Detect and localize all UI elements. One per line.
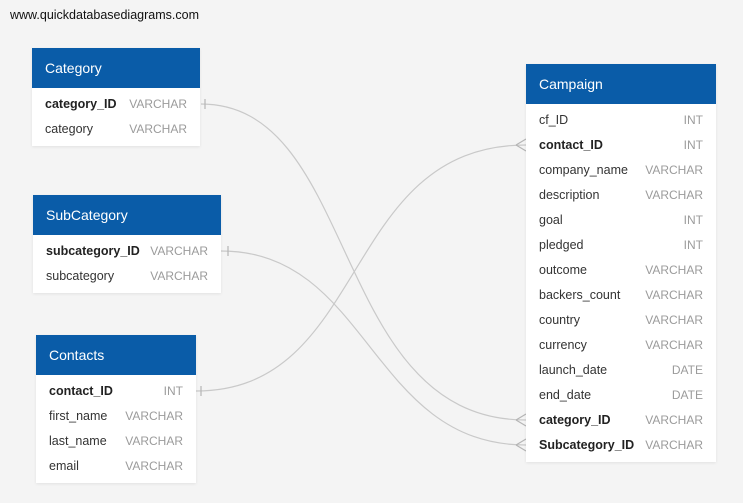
field-name: contact_ID [49,384,113,398]
table-title[interactable]: SubCategory [33,195,221,235]
field-name: pledged [539,238,584,252]
field-name: outcome [539,263,587,277]
field-row[interactable]: Subcategory_ID VARCHAR [526,433,716,458]
field-row[interactable]: category_ID VARCHAR [526,408,716,433]
field-type: VARCHAR [645,338,703,352]
field-row[interactable]: end_date DATE [526,383,716,408]
field-name: category_ID [45,97,117,111]
field-type: INT [163,384,183,398]
table-campaign[interactable]: Campaign cf_ID INT contact_ID INT compan… [526,64,716,462]
field-name: description [539,188,600,202]
field-type: VARCHAR [645,413,703,427]
field-list: cf_ID INT contact_ID INT company_name VA… [526,104,716,462]
field-type: VARCHAR [125,459,183,473]
field-name: Subcategory_ID [539,438,635,452]
field-type: DATE [671,363,703,377]
field-type: VARCHAR [150,269,208,283]
field-name: backers_count [539,288,621,302]
field-list: subcategory_ID VARCHAR subcategory VARCH… [33,235,221,293]
table-subcategory[interactable]: SubCategory subcategory_ID VARCHAR subca… [33,195,221,293]
field-type: INT [683,113,703,127]
table-title[interactable]: Contacts [36,335,196,375]
relationship-subcategory-campaign[interactable] [220,246,527,452]
field-name: last_name [49,434,107,448]
field-name: currency [539,338,587,352]
field-name: goal [539,213,563,227]
field-row[interactable]: launch_date DATE [526,358,716,383]
field-row[interactable]: company_name VARCHAR [526,158,716,183]
field-type: VARCHAR [645,163,703,177]
field-type: VARCHAR [129,122,187,136]
field-type: VARCHAR [125,409,183,423]
field-row[interactable]: subcategory_ID VARCHAR [33,239,221,264]
field-name: launch_date [539,363,608,377]
field-name: company_name [539,163,628,177]
field-type: INT [683,138,703,152]
field-name: subcategory_ID [46,244,140,258]
field-row[interactable]: description VARCHAR [526,183,716,208]
relationship-category-campaign[interactable] [200,99,527,427]
field-row[interactable]: country VARCHAR [526,308,716,333]
field-type: VARCHAR [150,244,208,258]
field-name: end_date [539,388,592,402]
field-row[interactable]: last_name VARCHAR [36,429,196,454]
field-name: email [49,459,79,473]
field-row[interactable]: contact_ID INT [526,133,716,158]
field-type: VARCHAR [645,188,703,202]
field-row[interactable]: contact_ID INT [36,379,196,404]
field-row[interactable]: email VARCHAR [36,454,196,479]
field-row[interactable]: subcategory VARCHAR [33,264,221,289]
field-type: VARCHAR [125,434,183,448]
field-list: category_ID VARCHAR category VARCHAR [32,88,200,146]
field-type: VARCHAR [129,97,187,111]
field-type: VARCHAR [645,263,703,277]
field-type: DATE [671,388,703,402]
field-name: category [45,122,93,136]
site-watermark: www.quickdatabasediagrams.com [10,8,199,22]
field-type: VARCHAR [645,438,703,452]
field-row[interactable]: category_ID VARCHAR [32,92,200,117]
field-row[interactable]: category VARCHAR [32,117,200,142]
field-type: INT [683,238,703,252]
field-row[interactable]: outcome VARCHAR [526,258,716,283]
field-row[interactable]: first_name VARCHAR [36,404,196,429]
field-list: contact_ID INT first_name VARCHAR last_n… [36,375,196,483]
field-row[interactable]: pledged INT [526,233,716,258]
field-row[interactable]: cf_ID INT [526,108,716,133]
field-name: category_ID [539,413,611,427]
field-name: cf_ID [539,113,569,127]
field-type: VARCHAR [645,288,703,302]
field-row[interactable]: goal INT [526,208,716,233]
field-name: country [539,313,580,327]
field-type: INT [683,213,703,227]
field-name: first_name [49,409,108,423]
relationship-contacts-campaign[interactable] [195,138,527,396]
field-name: contact_ID [539,138,603,152]
field-name: subcategory [46,269,115,283]
field-row[interactable]: currency VARCHAR [526,333,716,358]
table-category[interactable]: Category category_ID VARCHAR category VA… [32,48,200,146]
field-type: VARCHAR [645,313,703,327]
table-title[interactable]: Campaign [526,64,716,104]
table-contacts[interactable]: Contacts contact_ID INT first_name VARCH… [36,335,196,483]
field-row[interactable]: backers_count VARCHAR [526,283,716,308]
table-title[interactable]: Category [32,48,200,88]
